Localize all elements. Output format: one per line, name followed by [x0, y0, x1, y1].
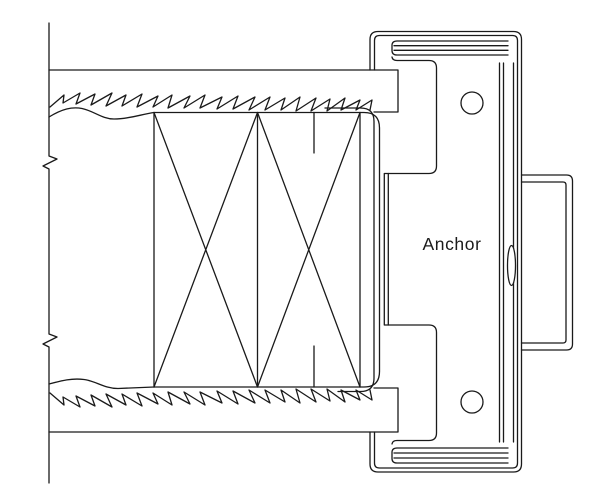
sawtooth-break-top — [49, 92, 373, 112]
wall-break-line — [42, 22, 58, 484]
insulation-container-outer — [324, 107, 375, 393]
retainer-pad-bottom — [391, 447, 509, 464]
weld-seam-ellipse — [506, 244, 517, 287]
anchor-bracket-inner-shell — [373, 34, 519, 469]
cross-brace-verticals — [153, 111, 361, 388]
torn-edge-wave-bottom — [48, 378, 155, 390]
cross-brace-diagonals — [153, 111, 361, 388]
bolt-hole-bottom — [460, 390, 484, 414]
bolt-hole-top — [460, 91, 484, 115]
upper-duct-wall — [48, 69, 399, 113]
torn-edge-wave-top — [48, 107, 155, 120]
step-bracket-outer — [520, 174, 574, 351]
channel-web-profile — [387, 56, 438, 445]
anchor-label: Anchor — [422, 234, 481, 254]
anchor-bracket-outer-shell — [369, 30, 523, 473]
retainer-pad-top — [391, 40, 509, 56]
lower-duct-wall — [48, 387, 399, 433]
step-bracket-inner — [520, 181, 567, 344]
insulation-container-inner — [153, 111, 381, 388]
slot-plate — [383, 172, 389, 326]
sawtooth-break-bottom — [49, 388, 373, 408]
